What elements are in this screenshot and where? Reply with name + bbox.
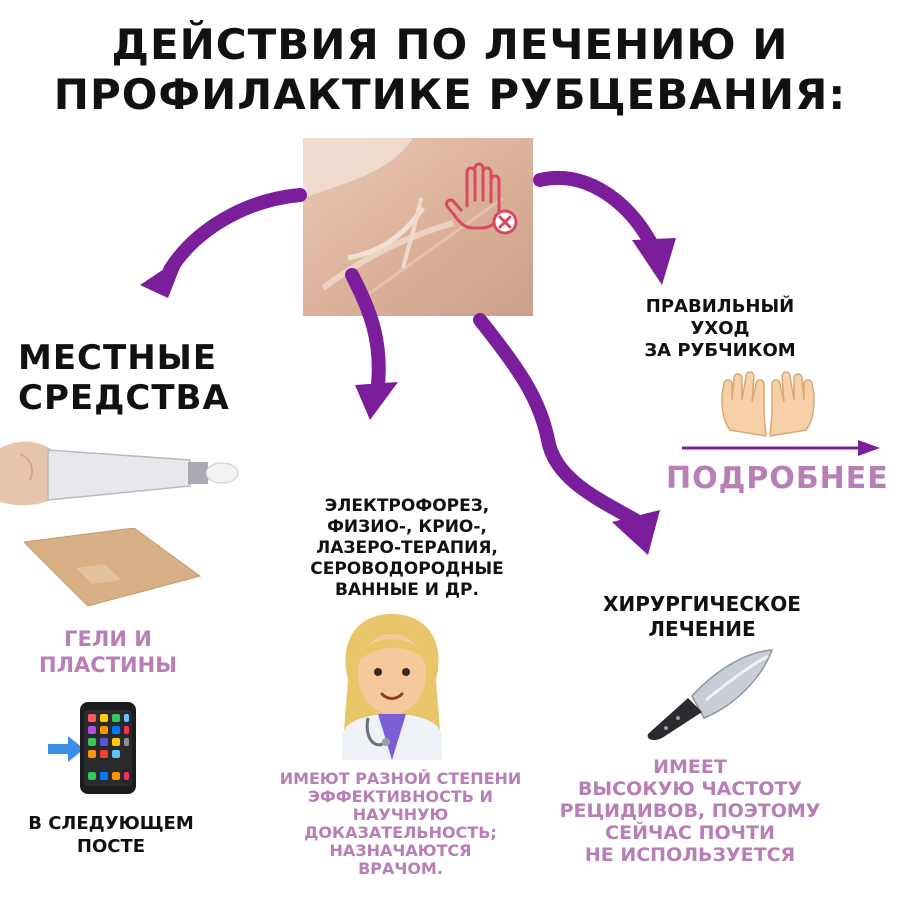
physio-line-5: ВАННЫЕ И ДР. — [335, 580, 479, 600]
gels-line-2: ПЛАСТИНЫ — [39, 653, 177, 677]
physio-note-line-4: ДОКАЗАТЕЛЬНОСТЬ; — [304, 823, 497, 842]
next-post-line-2: ПОСТЕ — [76, 836, 146, 857]
physio-methods: ЭЛЕКТРОФОРЕЗ, ФИЗИО-, КРИО-, ЛАЗЕРО-ТЕРА… — [262, 496, 552, 601]
surgery-note-line-4: СЕЙЧАС ПОЧТИ — [605, 822, 775, 844]
no-touch-hand-icon — [437, 160, 523, 246]
gels-plates-caption: ГЕЛИ И ПЛАСТИНЫ — [18, 626, 198, 678]
right-arrow-icon — [48, 736, 84, 762]
physio-line-2: ФИЗИО-, КРИО-, — [327, 517, 487, 537]
local-means-line-2: СРЕДСТВА — [18, 378, 230, 418]
surgery-note-line-1: ИМЕЕТ — [653, 756, 727, 778]
surgery-line-1: ХИРУРГИЧЕСКОЕ — [603, 592, 801, 616]
physio-note: ИМЕЮТ РАЗНОЙ СТЕПЕНИ ЭФФЕКТИВНОСТЬ И НАУ… — [258, 770, 543, 878]
physio-note-line-5: НАЗНАЧАЮТСЯ — [329, 841, 472, 860]
next-post-caption: В СЛЕДУЮЩЕМ ПОСТЕ — [6, 812, 216, 858]
physio-line-3: ЛАЗЕРО-ТЕРАПИЯ, — [316, 538, 498, 558]
local-means-heading: МЕСТНЫЕ СРЕДСТВА — [18, 338, 230, 418]
physio-note-line-1: ИМЕЮТ РАЗНОЙ СТЕПЕНИ — [279, 769, 522, 788]
physio-line-1: ЭЛЕКТРОФОРЕЗ, — [324, 496, 490, 516]
doctor-emoji-icon — [328, 610, 456, 760]
silicone-plate-image — [24, 528, 204, 608]
scar-photo — [303, 138, 533, 316]
next-post-line-1: В СЛЕДУЮЩЕМ — [28, 813, 194, 834]
title-line-1: ДЕЙСТВИЯ ПО ЛЕЧЕНИЮ И — [111, 20, 789, 69]
ointment-tube-image — [0, 428, 245, 508]
care-line-1: ПРАВИЛЬНЫЙ — [645, 296, 795, 317]
surgery-heading: ХИРУРГИЧЕСКОЕ ЛЕЧЕНИЕ — [574, 592, 830, 642]
physio-note-line-2: ЭФФЕКТИВНОСТЬ И — [308, 787, 493, 806]
surgery-note-line-3: РЕЦИДИВОВ, ПОЭТОМУ — [559, 800, 821, 822]
surgery-note: ИМЕЕТ ВЫСОКУЮ ЧАСТОТУ РЕЦИДИВОВ, ПОЭТОМУ… — [540, 756, 840, 866]
care-heading: ПРАВИЛЬНЫЙ УХОД ЗА РУБЧИКОМ — [620, 296, 820, 362]
care-line-2: УХОД — [690, 318, 750, 339]
open-palms-icon — [716, 370, 820, 440]
physio-line-4: СЕРОВОДОРОДНЫЕ — [310, 559, 504, 579]
surgery-note-line-2: ВЫСОКУЮ ЧАСТОТУ — [577, 778, 803, 800]
title-line-2: ПРОФИЛАКТИКЕ РУБЦЕВАНИЯ: — [53, 70, 847, 119]
physio-note-line-3: НАУЧНУЮ — [352, 805, 449, 824]
care-line-3: ЗА РУБЧИКОМ — [644, 340, 796, 361]
page-title: ДЕЙСТВИЯ ПО ЛЕЧЕНИЮ И ПРОФИЛАКТИКЕ РУБЦЕ… — [0, 20, 900, 120]
local-means-line-1: МЕСТНЫЕ — [18, 338, 218, 378]
smartphone-icon — [80, 702, 136, 794]
surgery-line-2: ЛЕЧЕНИЕ — [648, 617, 756, 641]
knife-icon — [644, 648, 776, 740]
physio-note-line-6: ВРАЧОМ. — [358, 859, 443, 878]
surgery-note-line-5: НЕ ИСПОЛЬЗУЕТСЯ — [584, 844, 796, 866]
more-link[interactable]: ПОДРОБНЕЕ — [666, 461, 889, 496]
gels-line-1: ГЕЛИ И — [64, 627, 152, 651]
